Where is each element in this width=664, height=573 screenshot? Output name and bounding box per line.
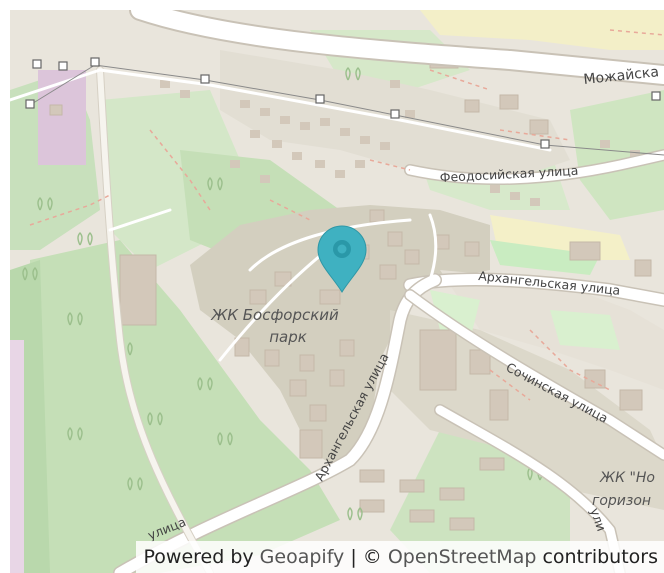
street-label-feodosiyskaya: Феодосийская улица — [439, 163, 578, 185]
map-view[interactable]: Можайска Феодосийская улица Архангельска… — [10, 10, 664, 573]
map-attribution: Powered by Geoapify | © OpenStreetMap co… — [135, 541, 664, 573]
attribution-prefix: Powered by — [143, 546, 260, 568]
residential-area — [390, 310, 664, 510]
garden-area — [550, 310, 620, 350]
park-area — [570, 90, 664, 220]
garden-area — [430, 290, 480, 340]
industrial-area — [38, 70, 86, 165]
district-label-ne-line2: горизон — [592, 493, 651, 509]
district-label-ne-line1: ЖК "Но — [599, 470, 655, 486]
attribution-separator: | © — [344, 546, 388, 568]
district-label-bosphorus-line1: ЖК Босфорский — [210, 306, 339, 324]
openstreetmap-link[interactable]: OpenStreetMap — [387, 546, 537, 568]
commercial-area — [420, 10, 664, 50]
buildings — [49, 49, 652, 531]
attribution-suffix: contributors — [536, 546, 658, 568]
garden-area — [490, 240, 600, 275]
wood-area — [30, 240, 340, 573]
roads — [10, 10, 664, 573]
power-towers — [25, 57, 661, 149]
tree-symbols — [22, 67, 543, 521]
residential-area — [190, 205, 490, 470]
map-canvas: Можайска Феодосийская улица Архангельска… — [10, 10, 664, 573]
small-buildings — [160, 80, 640, 206]
footpaths — [29, 29, 664, 401]
map-pin-icon[interactable] — [317, 225, 367, 293]
geoapify-link[interactable]: Geoapify — [259, 546, 345, 568]
street-label-mozhaiskaya: Можайска — [583, 64, 660, 88]
residential-area — [440, 270, 664, 390]
industrial-area — [10, 340, 24, 573]
district-label-bosphorus-line2: парк — [269, 328, 307, 346]
